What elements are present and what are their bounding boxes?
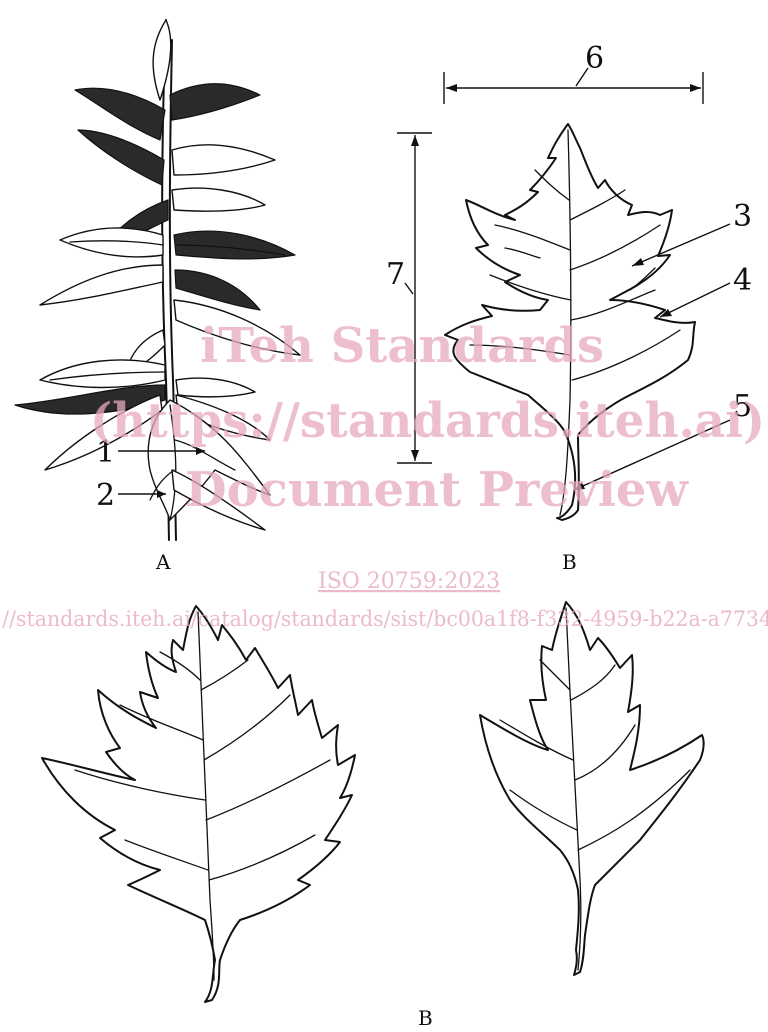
callout-4: 4 [660,263,752,317]
callout-3: 3 [632,199,752,266]
watermark-line-1: iTeh Standards [200,318,604,374]
callout-label-4: 4 [733,263,752,298]
leaf-bottom-right [480,602,704,975]
callout-label-3: 3 [733,199,752,234]
callout-label-6: 6 [585,41,604,76]
callout-label-2: 2 [96,478,115,513]
caption-b-top: B [562,550,577,574]
watermark-standard-link[interactable]: ISO 20759:2023 [318,569,500,594]
leaf-bottom-left [42,606,355,1002]
callout-label-7: 7 [386,257,405,292]
watermark-line-2: (https://standards.iteh.ai) [90,393,765,449]
caption-b-bottom: B [418,1006,433,1030]
dimension-6: 6 [444,41,703,104]
watermark-catalog-url[interactable]: https://standards.iteh.ai/catalog/standa… [0,607,768,631]
watermark-line-3: Document Preview [185,462,689,518]
caption-a: A [155,550,171,574]
